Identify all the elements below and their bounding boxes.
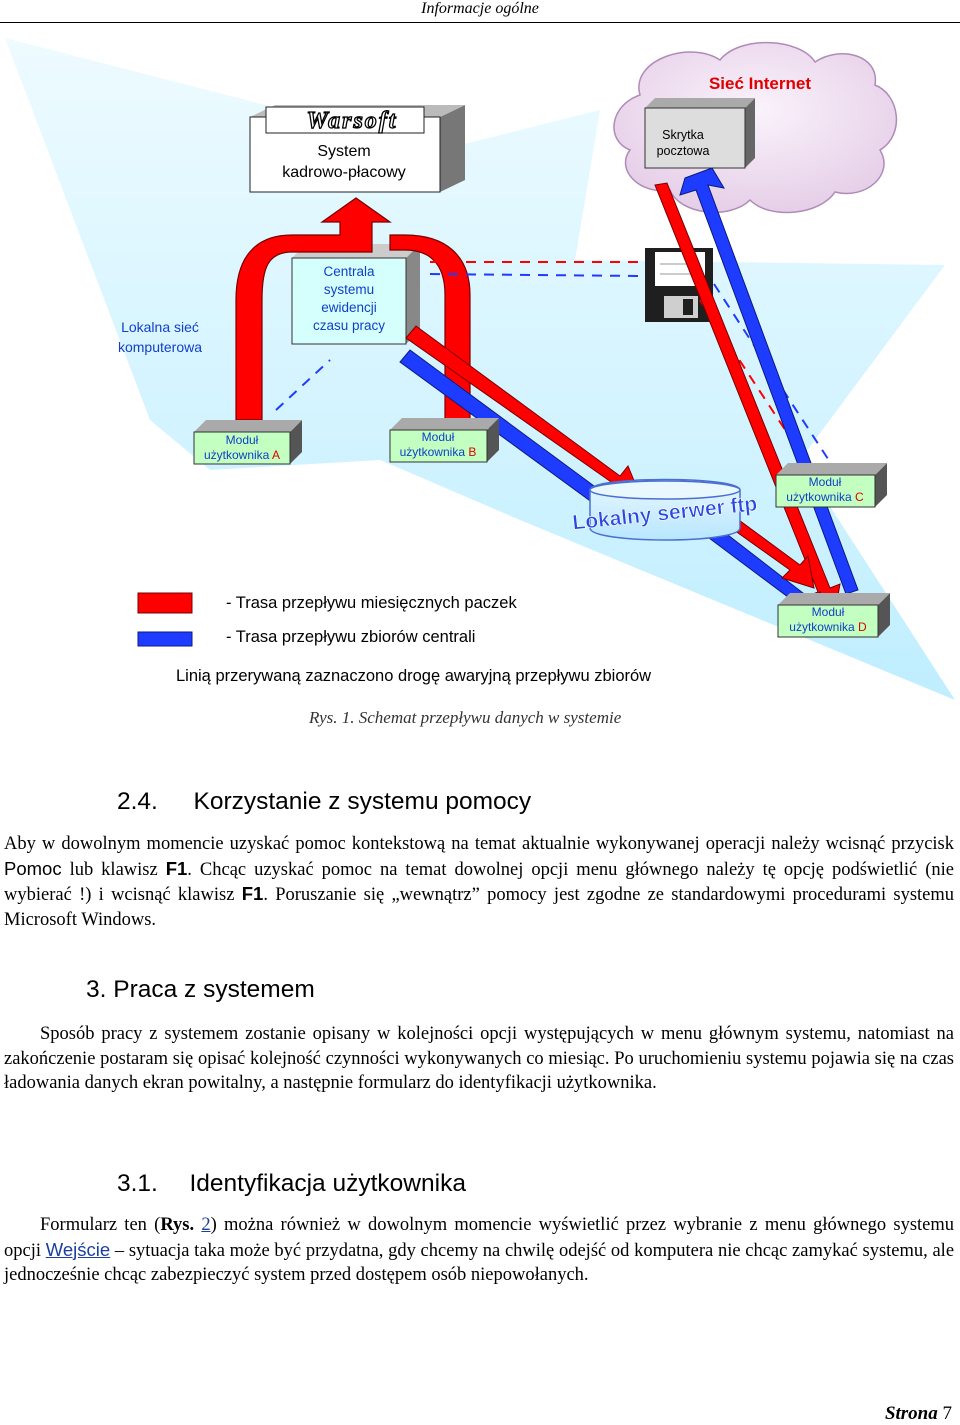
legend-red-swatch [137,592,193,614]
module-a-letter: A [272,448,280,462]
f1-key-1: F1 [165,857,188,879]
mailbox-label-1: Skrytka [662,128,704,142]
s31-text-b: ) można również w dowolnym momencie wyśw… [4,1215,955,1261]
kp-label-2: kadrowo-płacowy [282,164,406,181]
legend-dash-text: Linią przerywaną zaznaczono drogę awaryj… [176,667,651,685]
central-label-4: czasu pracy [313,318,385,333]
mailbox-box [644,107,746,169]
s24-text-4: . Poruszanie się „wewnątrz” pomocy jest … [4,885,955,931]
mailbox-label-2: pocztowa [657,144,710,158]
s3-text: Sposób pracy z systemem zostanie opisany… [4,1024,954,1094]
module-a-box: Moduł użytkownika A [193,420,302,465]
header-title: Informacje ogólne [421,0,539,17]
footer-word: Strona [884,1403,938,1424]
section-3-heading: 3. Praca z systemem [86,976,315,1004]
f1-key-2: F1 [241,883,264,905]
warsoft-logo: Warsoft [307,108,398,134]
module-c-letter: C [855,490,864,504]
internet-cloud [613,41,897,214]
pomoc-button-ref: Pomoc [4,857,62,879]
s24-text-2: lub klawisz [69,859,158,880]
section-31-heading: 3.1. Identyfikacja użytkownika [117,1170,466,1198]
module-b-letter: B [468,445,476,459]
module-d-box: Moduł użytkownika D [777,593,890,638]
module-b-box: Moduł użytkownika B [389,418,499,463]
kp-label-1: System [317,143,370,160]
section-3-title: Praca z systemem [113,976,315,1003]
internet-label: Sieć Internet [709,74,811,93]
section-31-paragraph: Formularz ten (Rys. 2) można również w d… [4,1213,954,1288]
central-box [291,257,407,345]
svg-text:użytkownika A: użytkownika A [204,448,280,462]
s31-text-a: Formularz ten ( [40,1215,161,1235]
module-a-line1: Moduł [226,433,259,447]
central-label-1: Centrala [323,264,375,279]
section-24-heading: 2.4. Korzystanie z systemu pomocy [117,788,531,816]
section-24-title: Korzystanie z systemu pomocy [193,788,532,815]
module-b-user: użytkownika [400,445,466,459]
module-c-line1: Moduł [809,475,842,489]
lan-label-2: komputerowa [118,339,202,355]
section-3-paragraph: Sposób pracy z systemem zostanie opisany… [4,1022,954,1096]
figure-caption: Rys. 1. Schemat przepływu danych w syste… [309,708,622,727]
lan-label-1: Lokalna sieć [121,319,199,335]
central-label-3: ewidencji [321,300,377,315]
module-d-user: użytkownika [789,620,855,634]
section-24-paragraph: Aby w dowolnym momencie uzyskać pomoc ko… [4,832,954,933]
legend-blue-swatch [137,631,193,647]
svg-text:użytkownika B: użytkownika B [400,445,477,459]
central-label-2: systemu [324,282,374,297]
wejscie-option-ref[interactable]: Wejście [45,1238,111,1260]
legend-blue-text: - Trasa przepływu zbiorów centrali [226,628,475,646]
legend-red-text: - Trasa przepływu miesięcznych paczek [226,594,517,612]
page-header: Informacje ogólne [0,0,960,18]
module-c-box: Moduł użytkownika C [775,463,887,508]
s24-text-1: Aby w dowolnym momencie uzyskać pomoc ko… [4,834,954,854]
module-c-user: użytkownika [786,490,852,504]
red-arrow-a-to-kp [235,197,392,421]
data-flow-diagram: Sieć Internet Skrytka pocztowa Warsoft S… [5,38,955,700]
fig-ref-rys[interactable]: Rys. [160,1215,195,1235]
fig-ref-number[interactable]: 2 [201,1215,211,1235]
section-3-number: 3. [86,976,107,1003]
section-31-title: Identyfikacja użytkownika [189,1170,466,1197]
module-d-letter: D [858,620,867,634]
module-d-line1: Moduł [812,605,845,619]
header-rule [0,22,960,23]
s31-text-c: – sytuacja taka może być przydatna, gdy … [4,1240,955,1286]
svg-text:użytkownika D: użytkownika D [789,620,867,634]
module-a-user: użytkownika [204,448,270,462]
footer-page-number: 7 [942,1403,953,1424]
dashed-line-floppy-a [275,359,331,411]
s24-text-3: . Chcąc uzyskać pomoc na temat dowolnej … [4,859,955,906]
svg-text:użytkownika C: użytkownika C [786,490,864,504]
page-footer: Strona 7 [885,1403,952,1425]
section-31-number: 3.1. [117,1170,158,1197]
module-b-line1: Moduł [422,430,455,444]
section-24-number: 2.4. [117,788,158,815]
